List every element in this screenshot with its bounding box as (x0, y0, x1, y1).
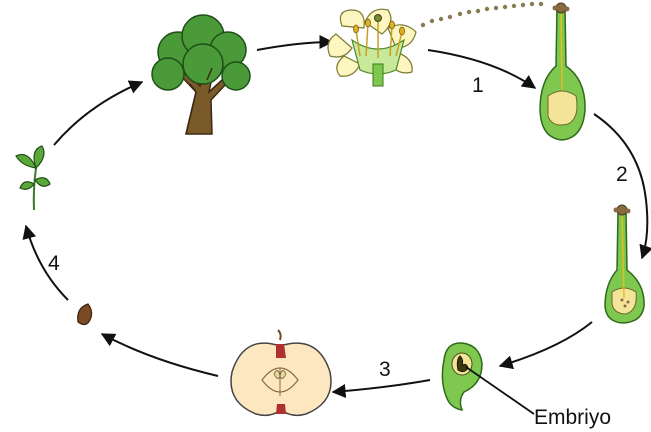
ovule-with-embryo-icon (441, 342, 483, 411)
fertilized-pistil-icon (604, 204, 645, 324)
arrow-apple-to-seed (100, 333, 219, 377)
pollen-grains (420, 1, 544, 28)
step-label-1: 1 (472, 74, 484, 97)
arrow-tree-to-flower (256, 35, 334, 51)
seedling-icon (15, 145, 51, 211)
tree-icon (151, 14, 251, 135)
pollinated-pistil-icon (539, 2, 586, 141)
seed-icon (77, 303, 93, 326)
cycle-arrows (22, 35, 651, 399)
embryo-pointer-line (465, 366, 535, 415)
apple-cross-section-icon (230, 329, 332, 417)
embryo-label: Embriyo (534, 406, 611, 429)
arrow-flower-to-pistil (427, 49, 537, 89)
flower-icon (327, 8, 417, 87)
arrow-seedling-to-tree (53, 80, 144, 146)
arrow-seed-to-seedling (22, 224, 69, 301)
arrow-pistil-to-fertilized (593, 113, 651, 260)
embryo-icon (456, 355, 469, 373)
arrow-fertilized-to-ovule (498, 321, 593, 370)
step-label-4: 4 (48, 252, 60, 275)
step-label-3: 3 (379, 358, 391, 381)
arrow-ovule-to-apple (331, 379, 431, 399)
step-label-2: 2 (616, 163, 628, 186)
